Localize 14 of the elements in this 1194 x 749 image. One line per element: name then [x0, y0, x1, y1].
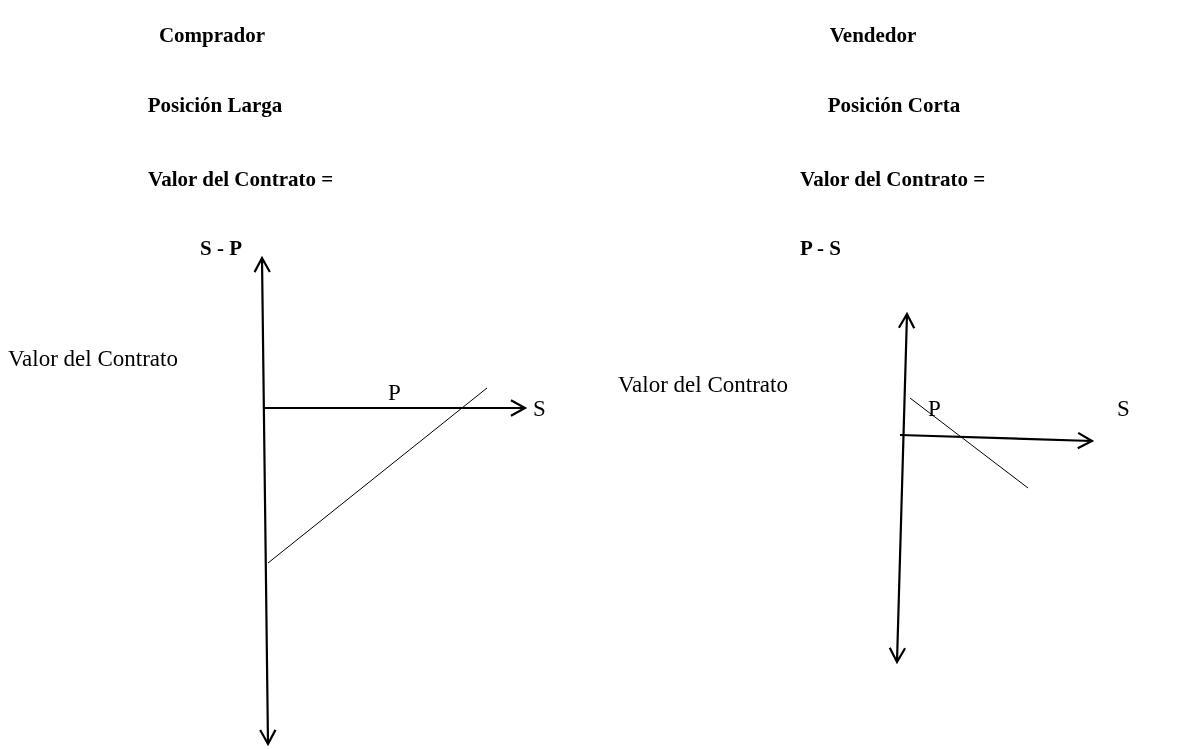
- position-label: Posición Corta: [827, 94, 961, 118]
- axis-label: P: [928, 396, 941, 422]
- axis-label: Valor del Contrato: [618, 372, 788, 398]
- column-heading: Vendedor: [829, 24, 917, 48]
- axis-label: S: [1117, 396, 1130, 422]
- axis-label: S: [533, 396, 546, 422]
- position-label: Posición Larga: [147, 94, 283, 118]
- formula-label: Valor del Contrato =: [800, 168, 986, 192]
- axis-label: P: [388, 380, 401, 406]
- formula-label: Valor del Contrato =: [148, 168, 334, 192]
- column-heading: Comprador: [158, 24, 266, 48]
- axis-label: Valor del Contrato: [8, 346, 178, 372]
- formula-text: S - P: [200, 237, 242, 261]
- formula-text: P - S: [800, 237, 841, 261]
